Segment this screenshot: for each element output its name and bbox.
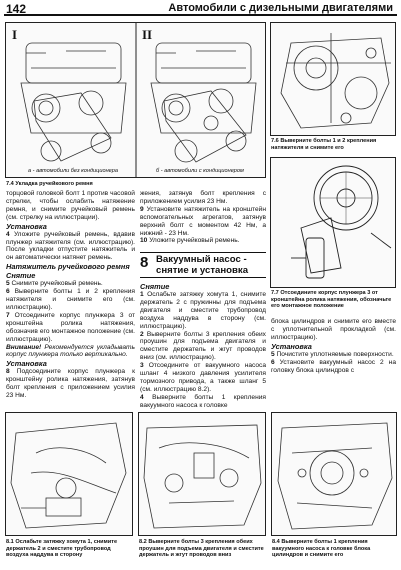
step-number: 6 (271, 358, 275, 366)
subheading-tensioner: Натяжитель ручейкового ремня (6, 262, 130, 272)
step-text: Выверните болты 1 и 2 крепления натяжите… (6, 288, 135, 311)
warning-label: Внимание! (6, 343, 42, 351)
page-number: 142 (6, 2, 27, 16)
step-text: Снимите ручейковый ремень. (11, 280, 103, 288)
figure-8-4-caption: 8.4 Выверните болты 1 крепления вакуумно… (272, 539, 371, 559)
step-text: Подсоедините корпус плунжера к кронштейн… (6, 368, 135, 400)
figure-7-6 (270, 22, 396, 136)
figure-8-1 (5, 412, 133, 536)
tensioner-bolts-illustration (280, 33, 391, 129)
figure-7-7 (270, 157, 396, 288)
figure-8-4 (271, 412, 397, 536)
plunger-illustration (291, 165, 392, 279)
step-text: Установите вакуумный насос 2 на головку … (271, 358, 396, 374)
hose-clamp-illustration (10, 422, 127, 529)
section-title: Вакуумный насос - снятие и установка (156, 254, 249, 276)
engine-belt-illustration (20, 23, 257, 177)
figure-label-ii: II (142, 27, 153, 42)
paragraph: блока цилиндров и снимите его вместе с у… (271, 318, 396, 341)
figure-8-2-caption: 8.2 Выверните болты 3 крепления обеих пр… (139, 539, 264, 559)
subheading-installation: Установка (271, 341, 312, 351)
step-number: 6 (6, 288, 10, 296)
subheading-installation: Установка (6, 221, 47, 231)
figure-7-4-caption: 7.4 Укладка ручейкового ремня (6, 181, 93, 187)
step-text: Отсоедините от вакуумного насоса шланг 4… (140, 362, 266, 393)
section-number: 8 (140, 254, 149, 271)
step-text: Уложите ручейковый ремень, вдавив плунже… (6, 230, 135, 262)
lifting-eye-illustration (143, 424, 262, 529)
step-text: Ослабьте затяжку хомута 1, снимите держа… (140, 291, 266, 330)
text-column-2: жения, затянув болт крепления с приложен… (140, 190, 266, 245)
figure-8-1-caption: 8.1 Ослабьте затяжку хомута 1, снимите д… (6, 539, 118, 559)
step-number: 9 (140, 205, 144, 213)
step-number: 4 (140, 393, 144, 401)
figure-7-4: I II а - автомобили без кондиционера б -… (5, 22, 266, 178)
step-number: 3 (140, 362, 144, 370)
subcaption-b: б - автомобили с кондиционером (156, 168, 244, 174)
step-number: 10 (140, 237, 148, 245)
running-title: Автомобили с дизельными двигателями (168, 2, 393, 14)
step-text: Уложите ручейковый ремень. (149, 237, 240, 245)
paragraph: жения, затянув болт крепления с приложен… (140, 190, 266, 205)
step-text: Выверните болты 1 крепления вакуумного н… (140, 393, 266, 409)
step-text: Выверните болты 3 крепления обеих проуши… (140, 330, 266, 362)
step-number: 2 (140, 330, 144, 338)
page-header: 142 Автомобили с дизельными двигателями (4, 2, 397, 16)
step-number: 5 (6, 280, 10, 288)
subheading-installation-2: Установка (6, 359, 47, 369)
figure-7-7-caption: 7.7 Отсоедините корпус плунжера 3 от кро… (271, 290, 392, 310)
step-number: 8 (6, 368, 10, 376)
step-text: Установите натяжитель на кронштейн вспом… (140, 205, 266, 237)
step-number: 4 (6, 230, 10, 238)
figure-label-i: I (12, 27, 18, 42)
section-8-header: 8 Вакуумный насос - снятие и установка (140, 252, 266, 278)
warning-text: Рекомендуется укладывать корпус плунжера… (6, 343, 135, 359)
step-number: 7 (6, 311, 10, 319)
subheading-removal: Снятие (6, 271, 36, 281)
figure-8-2 (138, 412, 266, 536)
subcaption-a: а - автомобили без кондиционера (28, 168, 118, 174)
text-column-2-section: Снятие 1 Ослабьте затяжку хомута 1, сним… (140, 282, 266, 410)
step-text: Почистите уплотняемые поверхности. (276, 350, 394, 358)
figure-7-6-caption: 7.6 Выверните болты 1 и 2 крепления натя… (271, 138, 377, 151)
text-column-1: торцовой головкой болт 1 против часовой … (6, 190, 135, 400)
step-number: 1 (140, 291, 144, 298)
step-number: 5 (271, 350, 275, 358)
step-text: Отсоедините корпус плунжера 3 от кронште… (6, 311, 135, 343)
subheading-removal: Снятие (140, 282, 170, 291)
text-column-3: блока цилиндров и снимите его вместе с у… (271, 318, 396, 374)
paragraph: торцовой головкой болт 1 против часовой … (6, 190, 135, 221)
vacuum-pump-illustration (277, 422, 393, 530)
